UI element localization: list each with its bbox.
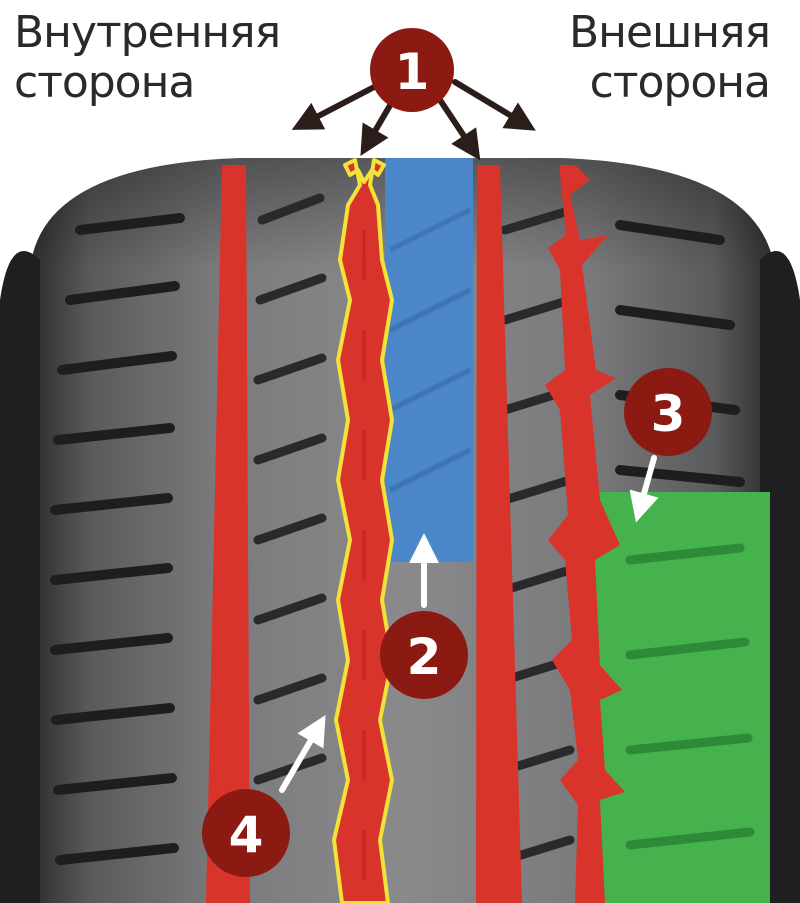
inner-side-label-line1: Внутренняя: [14, 7, 281, 58]
left-shoulder-sipes: [50, 213, 185, 865]
left-groove: [206, 165, 250, 903]
badge-2-label: 2: [407, 628, 442, 686]
badge-3: 3: [624, 368, 712, 456]
right-center-groove: [476, 165, 522, 903]
badge-1-label: 1: [395, 43, 430, 101]
badge-4: 4: [202, 789, 290, 877]
inner-side-label: Внутренняя сторона: [14, 7, 281, 108]
badge-2: 2: [380, 611, 468, 699]
central-wavy-groove: [332, 158, 394, 903]
outer-side-label-line2: сторона: [589, 57, 771, 108]
outer-zigzag-groove: [545, 165, 625, 903]
inner-rib-sipes: [253, 193, 327, 785]
badge-4-label: 4: [229, 806, 264, 864]
arrows-badge-1: [291, 79, 536, 161]
outer-side-label: Внешняя сторона: [569, 7, 771, 108]
green-zone: [585, 492, 770, 903]
badge-3-label: 3: [651, 385, 686, 443]
badge-1: 1: [370, 28, 454, 112]
white-arrows: [279, 455, 659, 793]
outer-side-label-line1: Внешняя: [569, 7, 771, 58]
blue-zone: [385, 158, 473, 562]
inner-side-label-line2: сторона: [14, 57, 195, 108]
